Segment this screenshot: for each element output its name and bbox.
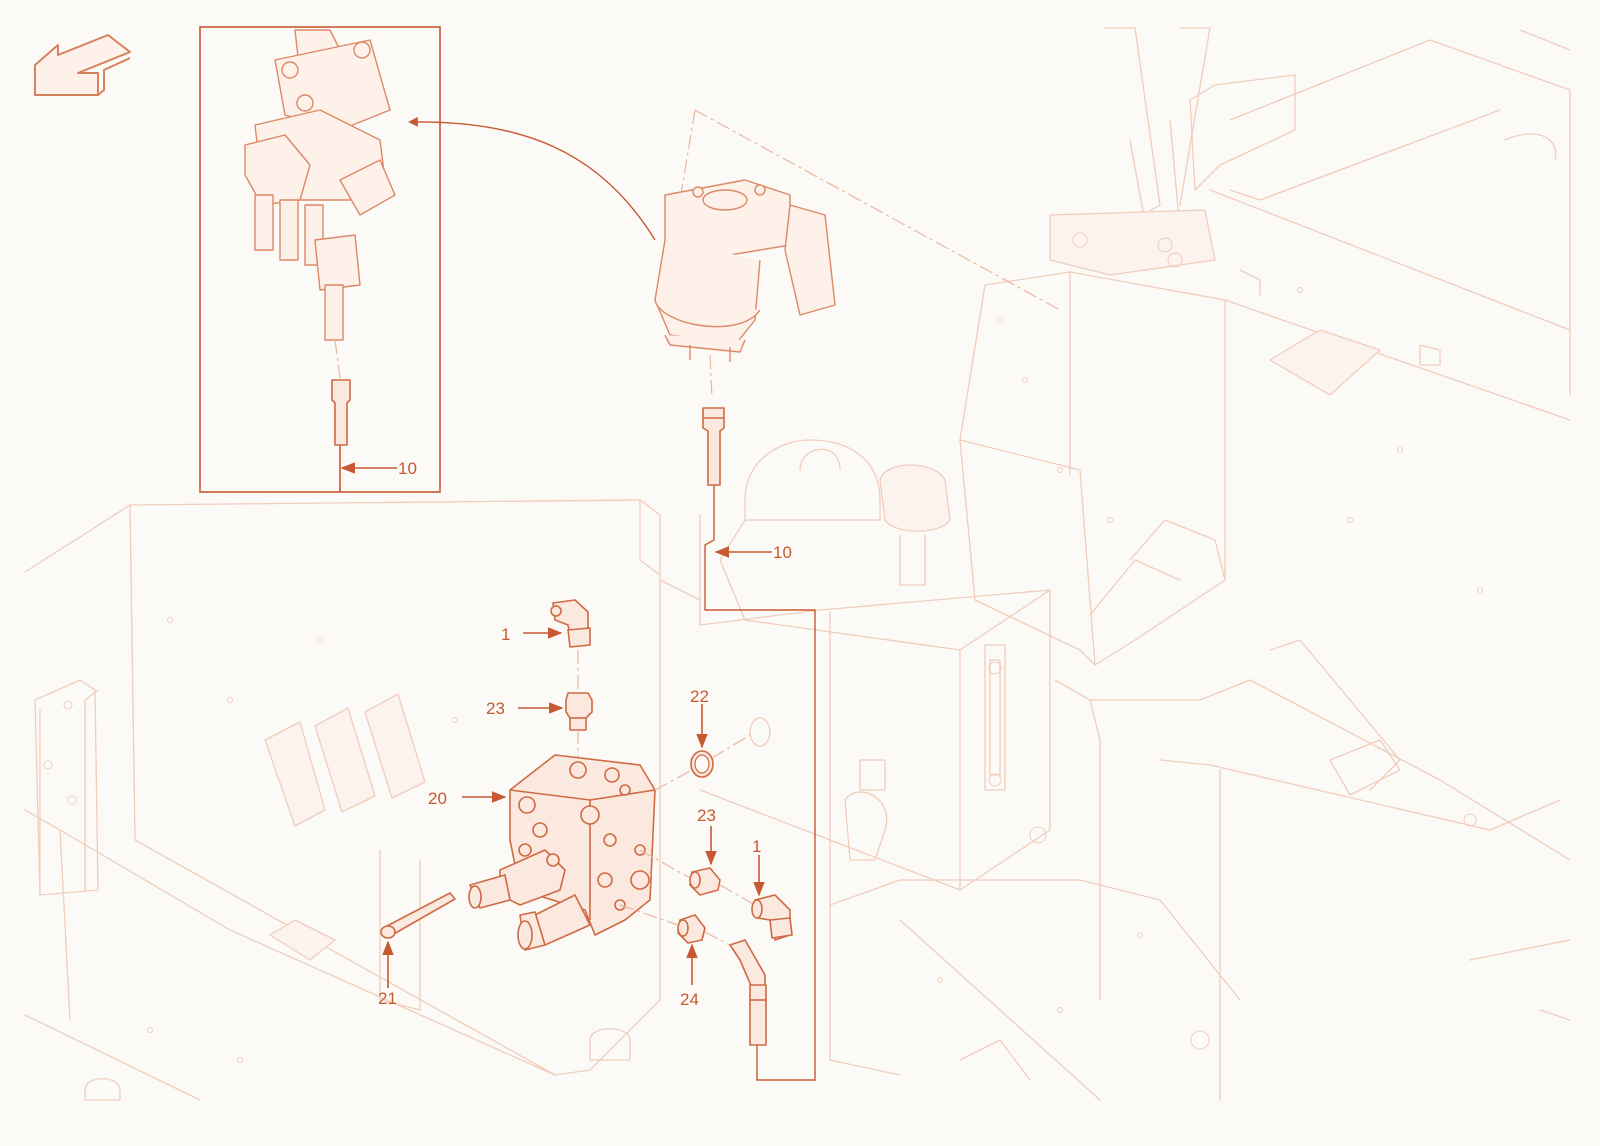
part-21-bolt bbox=[380, 892, 456, 939]
back-arrow-icon[interactable] bbox=[34, 34, 131, 96]
callout-label-21: 21 bbox=[378, 989, 397, 1008]
machine-frame-background bbox=[24, 27, 1571, 1101]
callout-label-23-top: 23 bbox=[486, 699, 505, 718]
part-23-adapter-mid bbox=[689, 867, 721, 896]
part-1-elbow-mid bbox=[751, 894, 793, 941]
part-1-elbow-top bbox=[550, 599, 591, 648]
callout-label-23-mid: 23 bbox=[697, 806, 716, 825]
hose-route-line bbox=[704, 485, 816, 1081]
callout-label-24: 24 bbox=[680, 990, 699, 1009]
steering-unit-drawing bbox=[654, 179, 836, 399]
callout-label-20: 20 bbox=[428, 789, 447, 808]
hose-end-fitting bbox=[729, 939, 767, 1046]
callout-label-22: 22 bbox=[690, 687, 709, 706]
part-20-valve-block bbox=[468, 754, 656, 951]
steering-unit-inset-drawing bbox=[244, 29, 396, 492]
callout-label-main-10: 10 bbox=[773, 543, 792, 562]
assembly-axis-line bbox=[694, 109, 1061, 311]
inset-frame bbox=[199, 26, 441, 493]
callout-label-1-top: 1 bbox=[501, 625, 510, 644]
callout-label-1-mid: 1 bbox=[752, 837, 761, 856]
detail-reference-arrow bbox=[408, 116, 656, 241]
part-23-adapter-top bbox=[565, 692, 593, 731]
part-10-fitting bbox=[702, 407, 725, 486]
part-24-adapter bbox=[677, 914, 706, 944]
callout-label-inset-10: 10 bbox=[398, 459, 417, 478]
detail-inset: 10 bbox=[199, 26, 441, 493]
